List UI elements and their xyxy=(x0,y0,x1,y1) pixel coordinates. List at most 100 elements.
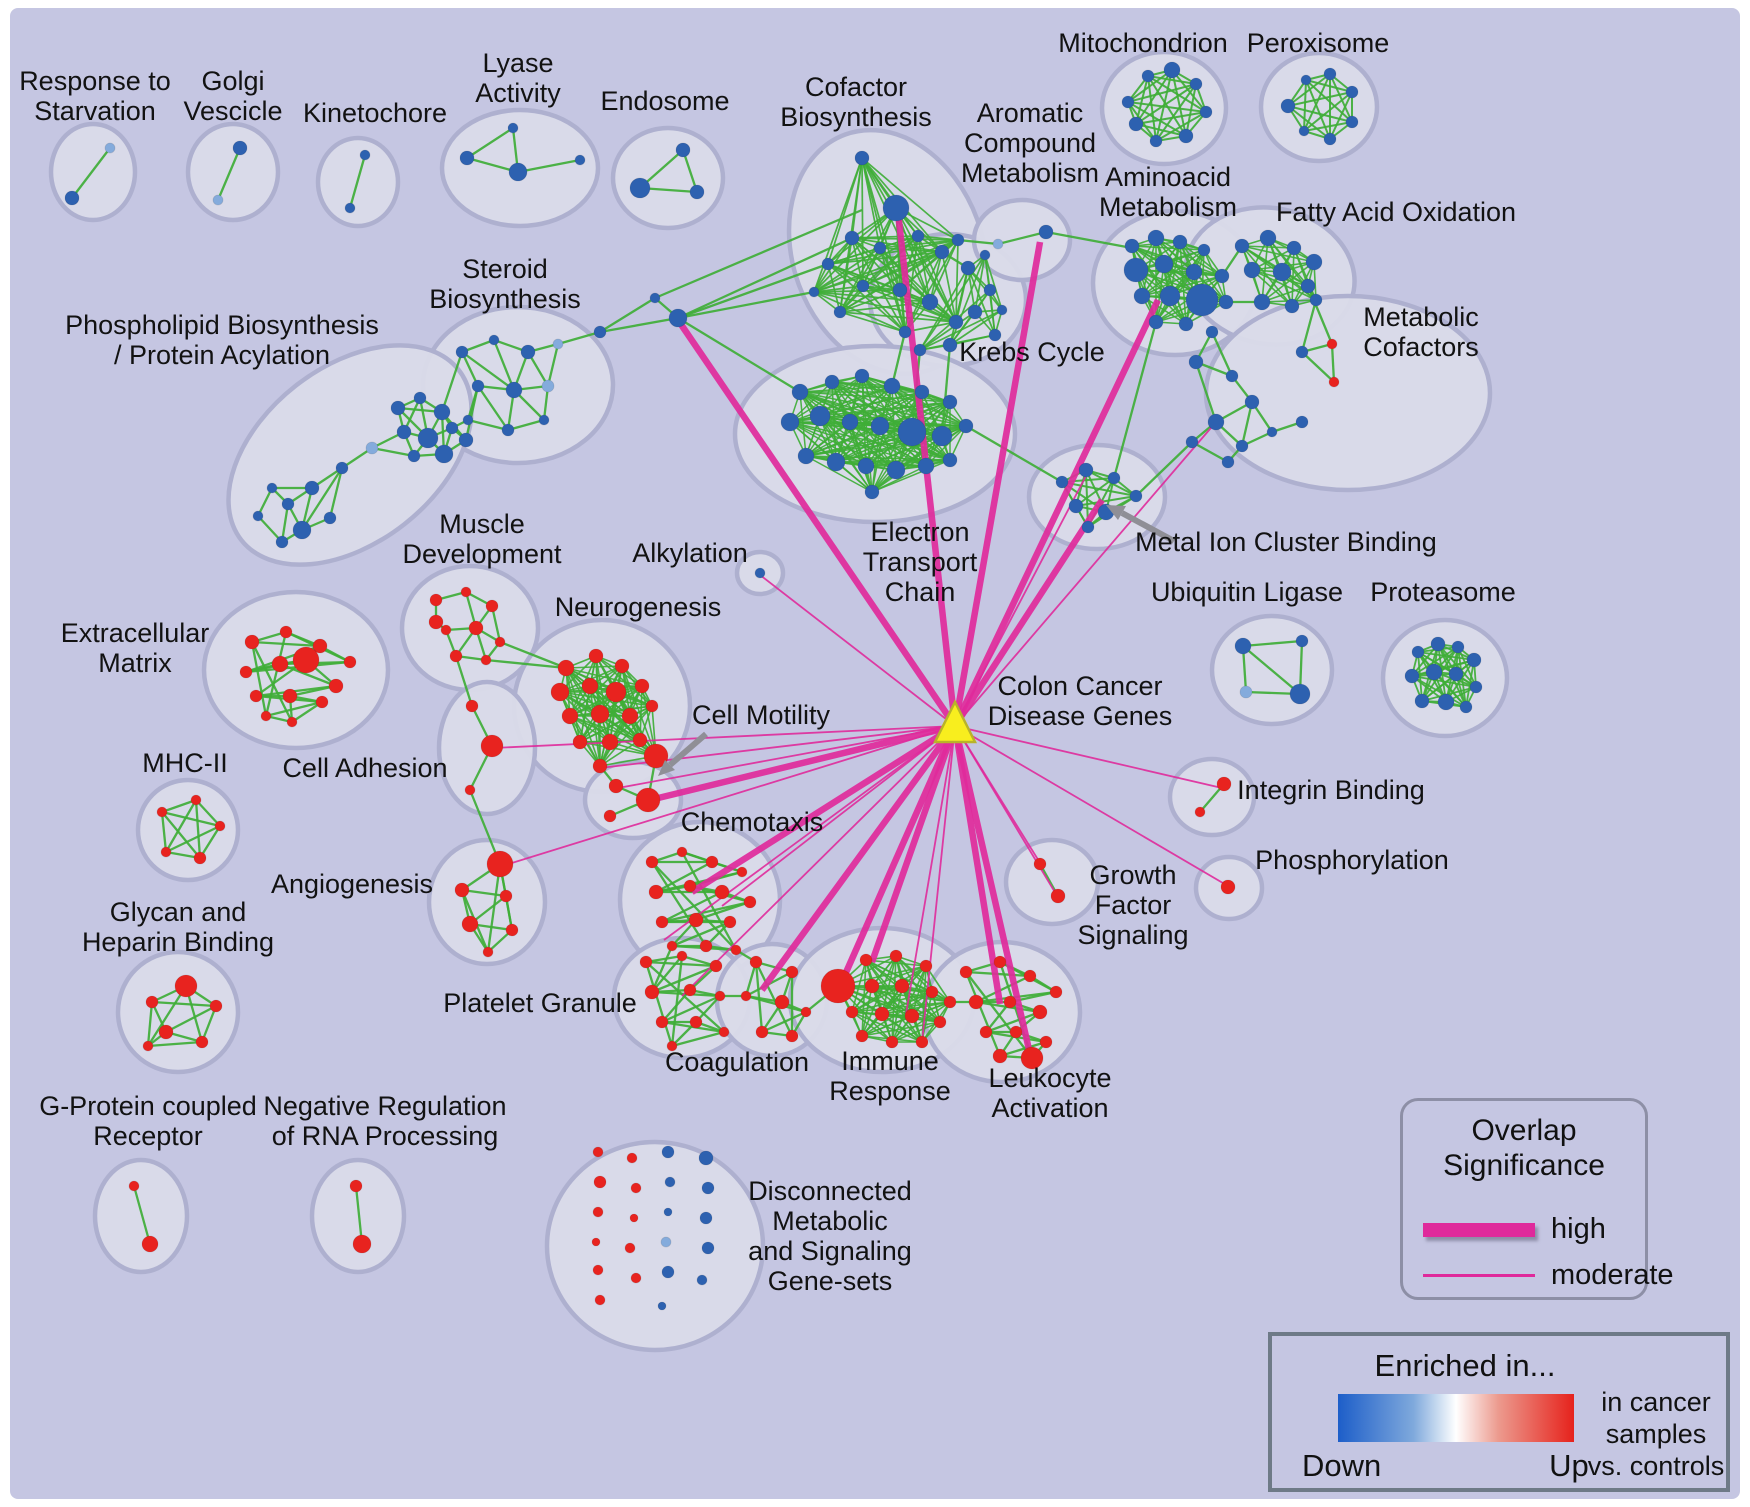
legend-line-sample-high xyxy=(1423,1222,1535,1237)
gene-set-node xyxy=(158,1024,174,1040)
gene-overlap-edge xyxy=(1147,75,1157,142)
gene-set-node xyxy=(1149,134,1163,148)
gene-overlap-edge xyxy=(1135,75,1149,125)
gene-overlap-edge xyxy=(1135,69,1173,125)
gene-set-node xyxy=(1124,238,1140,254)
gene-set-node xyxy=(709,959,723,973)
gene-set-node xyxy=(754,567,766,579)
gene-overlap-edge xyxy=(871,459,951,493)
gene-overlap-edge xyxy=(929,239,959,303)
gene-overlap-edge xyxy=(813,239,959,293)
label-angiogenesis: Angiogenesis xyxy=(271,869,433,899)
gene-overlap-edge xyxy=(579,665,623,743)
gene-overlap-edge xyxy=(644,961,674,1047)
gene-set-node xyxy=(699,1211,713,1225)
gene-set-node xyxy=(904,1008,920,1024)
disease-overlap-edge-high xyxy=(868,724,959,964)
metal-ion-pointer-head-icon xyxy=(1106,505,1126,520)
gene-set-node xyxy=(601,733,619,751)
intercluster-edge xyxy=(957,238,999,246)
cell-motility-pointer-line xyxy=(668,731,708,768)
gene-set-node xyxy=(1038,224,1054,240)
legend-row-moderate: moderate xyxy=(1423,1259,1674,1292)
gene-overlap-edge xyxy=(754,961,764,1033)
gene-set-node xyxy=(1172,234,1188,250)
gene-overlap-edge xyxy=(851,1001,951,1013)
gene-set-node xyxy=(1298,125,1310,137)
gene-overlap-edge xyxy=(161,798,197,814)
gene-overlap-edge xyxy=(805,425,881,457)
gene-overlap-edge xyxy=(680,851,738,951)
gene-overlap-edge xyxy=(827,263,841,313)
gene-overlap-edge xyxy=(546,343,560,387)
gene-set-node xyxy=(1163,61,1181,79)
gene-set-node xyxy=(882,194,910,222)
disease-overlap-edge-high xyxy=(649,722,956,804)
gene-set-node xyxy=(785,965,799,979)
intercluster-edge xyxy=(1300,299,1318,353)
gene-set-node xyxy=(212,194,224,206)
gene-overlap-edge xyxy=(949,309,1003,346)
gene-set-node xyxy=(335,461,349,475)
gene-set-node xyxy=(1205,325,1219,339)
gene-overlap-edge xyxy=(1075,495,1137,507)
gene-overlap-edge xyxy=(661,994,721,1024)
gene-overlap-edge xyxy=(1241,245,1293,307)
gene-set-node xyxy=(1466,652,1482,668)
gene-overlap-edge xyxy=(507,418,545,432)
gene-set-node xyxy=(1039,1035,1053,1049)
gene-overlap-edge xyxy=(461,351,515,391)
gene-overlap-edge xyxy=(819,391,923,417)
gene-overlap-edge xyxy=(599,316,679,334)
gene-set-node xyxy=(797,447,815,465)
gene-overlap-edge xyxy=(1135,123,1187,137)
gene-overlap-edge xyxy=(1291,247,1295,307)
label-cell-adhesion: Cell Adhesion xyxy=(282,753,447,783)
gene-overlap-edge xyxy=(486,863,502,953)
gene-set-node xyxy=(914,384,930,400)
gene-set-node xyxy=(390,400,406,416)
gene-set-node xyxy=(645,855,659,869)
gene-overlap-edge xyxy=(861,1015,913,1037)
gene-overlap-edge xyxy=(919,311,976,351)
gene-set-node xyxy=(286,716,298,728)
disease-overlap-edge-high xyxy=(952,298,1161,728)
gene-overlap-edge xyxy=(490,605,502,643)
gene-set-node xyxy=(1284,298,1300,314)
gene-overlap-edge xyxy=(161,810,221,828)
gene-overlap-edge xyxy=(609,705,653,743)
label-mitochondrion: Mitochondrion xyxy=(1058,28,1228,58)
gene-overlap-edge xyxy=(477,385,509,431)
disease-overlap-edge-moderate xyxy=(954,725,1229,887)
gene-set-node xyxy=(1300,278,1316,294)
gene-overlap-edge xyxy=(216,147,242,201)
gene-set-node xyxy=(209,999,223,1013)
gene-set-node xyxy=(1328,376,1340,388)
gene-overlap-edge xyxy=(1261,285,1309,303)
gene-set-node xyxy=(1221,455,1235,469)
metal-ion-pointer-line xyxy=(1120,510,1176,544)
gene-set-node xyxy=(915,1035,929,1049)
gene-overlap-edge xyxy=(851,1011,893,1043)
gene-set-node xyxy=(699,939,713,953)
gene-set-node xyxy=(943,995,957,1009)
gene-set-node xyxy=(1345,85,1359,99)
gene-set-node xyxy=(434,444,454,464)
gene-overlap-edge xyxy=(264,631,288,717)
gene-set-node xyxy=(666,1040,678,1052)
gene-overlap-edge xyxy=(589,685,601,767)
gene-overlap-edge xyxy=(460,351,480,387)
gene-overlap-edge xyxy=(146,1001,154,1047)
gene-set-node xyxy=(630,1272,642,1284)
gene-set-node xyxy=(505,381,523,399)
cluster-ellipse-cell-motility xyxy=(582,759,684,841)
gene-set-node xyxy=(1323,132,1337,146)
gene-overlap-edge xyxy=(165,799,197,853)
intercluster-edge xyxy=(557,330,601,346)
intercluster-edge xyxy=(1045,230,1133,250)
gene-set-node xyxy=(683,983,697,997)
gene-set-node xyxy=(593,325,607,339)
gene-overlap-edge xyxy=(997,230,1047,246)
